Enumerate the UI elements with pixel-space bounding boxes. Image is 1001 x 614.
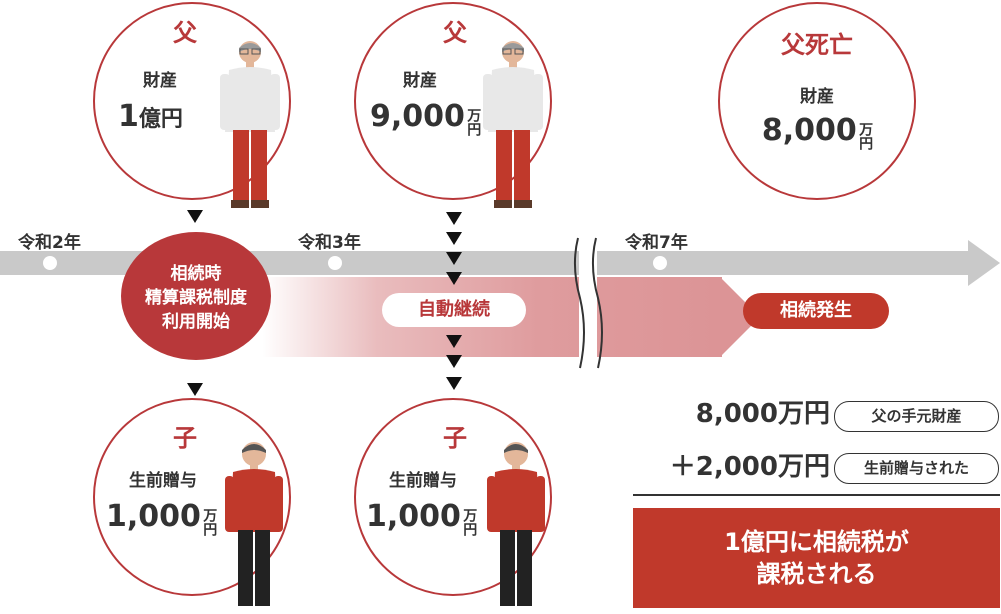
- sum-divider: [633, 494, 1000, 496]
- timeline-dot-2025: [653, 256, 667, 270]
- arrow-down-icon: [187, 210, 203, 223]
- arrow-down-icon: [446, 272, 462, 285]
- father-assets-tag: 父の手元財産: [834, 401, 999, 432]
- father-figure-icon: [220, 41, 280, 208]
- timeline-arrowhead: [968, 240, 1000, 286]
- gift-amount: 1,000万円: [366, 499, 478, 536]
- break-lines: [574, 237, 603, 369]
- child-figure-icon: [225, 442, 283, 606]
- start-event-circle: [121, 232, 271, 360]
- asset-amount: 1億円: [118, 99, 183, 134]
- asset-label: 財産: [403, 71, 437, 91]
- asset-label: 財産: [143, 71, 177, 91]
- arrow-down-icon: [446, 212, 462, 225]
- timeline-dot-2021: [328, 256, 342, 270]
- timeline-dot-2020: [43, 256, 57, 270]
- father-death-circle: [718, 2, 916, 200]
- start-event-text: 相続時 精算課税制度 利用開始: [145, 264, 247, 332]
- gifted-tag: 生前贈与された: [834, 453, 999, 484]
- year-label: 令和7年: [625, 233, 688, 253]
- circle-title: 父: [173, 19, 197, 47]
- circle-title: 子: [443, 424, 467, 452]
- result-box: 1億円に相続税が 課税される: [633, 508, 1000, 608]
- year-label: 令和3年: [298, 233, 361, 253]
- gift-amount: 1,000万円: [106, 499, 218, 536]
- circle-title: 父死亡: [781, 31, 853, 59]
- father-assets-amount: 8,000万円: [695, 399, 830, 429]
- father-figure-icon: [483, 41, 543, 208]
- arrow-down-icon: [446, 355, 462, 368]
- circle-title: 父: [443, 19, 467, 47]
- auto-continue-label: 自動継続: [382, 293, 526, 327]
- gift-label: 生前贈与: [389, 471, 457, 491]
- gifted-amount: ＋2,000万円: [669, 452, 830, 482]
- arrow-down-icon: [187, 383, 203, 396]
- asset-amount: 8,000万円: [761, 113, 874, 150]
- arrow-down-icon: [446, 252, 462, 265]
- inheritance-event-label: 相続発生: [743, 293, 889, 329]
- asset-amount: 9,000万円: [370, 99, 482, 136]
- gift-label: 生前贈与: [129, 471, 197, 491]
- year-label: 令和2年: [18, 233, 81, 253]
- child-figure-icon: [487, 442, 545, 606]
- arrow-down-icon: [446, 232, 462, 245]
- asset-label: 財産: [800, 87, 834, 107]
- circle-title: 子: [173, 424, 197, 452]
- arrow-down-icon: [446, 377, 462, 390]
- arrow-down-icon: [446, 335, 462, 348]
